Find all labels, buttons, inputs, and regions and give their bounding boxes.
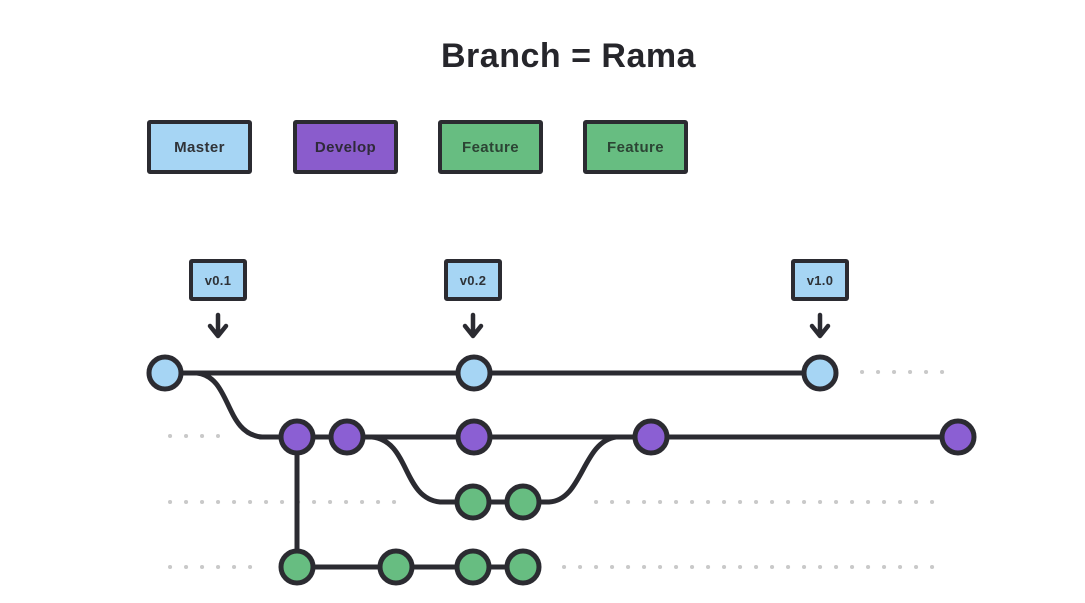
version-tag-v0-1: v0.1 xyxy=(189,259,247,344)
commit-node-feature1 xyxy=(454,483,492,521)
commit-node-develop xyxy=(328,418,366,456)
down-arrow-icon xyxy=(462,312,484,339)
commit-node-develop xyxy=(632,418,670,456)
commit-node-feature2 xyxy=(454,548,492,586)
commit-node-develop xyxy=(455,418,493,456)
commit-node-feature2 xyxy=(278,548,316,586)
version-tag-label: v0.1 xyxy=(189,259,247,301)
legend-master-label: Master xyxy=(174,138,225,156)
version-tag-label: v0.2 xyxy=(444,259,502,301)
legend-feature-label: Feature xyxy=(607,138,664,156)
version-tag-v0-2: v0.2 xyxy=(444,259,502,344)
version-tag-label: v1.0 xyxy=(791,259,849,301)
legend-feature-label: Feature xyxy=(462,138,519,156)
commit-node-feature1 xyxy=(504,483,542,521)
down-arrow-icon xyxy=(207,312,229,339)
master-to-develop-curve xyxy=(194,370,265,440)
legend-develop-label: Develop xyxy=(314,138,377,156)
develop-to-feature1-loop xyxy=(369,434,619,505)
page-title: Branch = Rama xyxy=(441,37,696,75)
legend-feature: Feature xyxy=(438,120,543,174)
commit-node-develop xyxy=(939,418,977,456)
commit-node-master xyxy=(801,354,839,392)
legend-master: Master xyxy=(147,120,252,174)
commit-node-master xyxy=(146,354,184,392)
legend-feature: Feature xyxy=(583,120,688,174)
commit-node-feature2 xyxy=(377,548,415,586)
version-tag-v1-0: v1.0 xyxy=(791,259,849,344)
commit-node-feature2 xyxy=(504,548,542,586)
down-arrow-icon xyxy=(809,312,831,339)
legend-develop: Develop xyxy=(293,120,398,174)
commit-node-develop xyxy=(278,418,316,456)
commit-node-master xyxy=(455,354,493,392)
